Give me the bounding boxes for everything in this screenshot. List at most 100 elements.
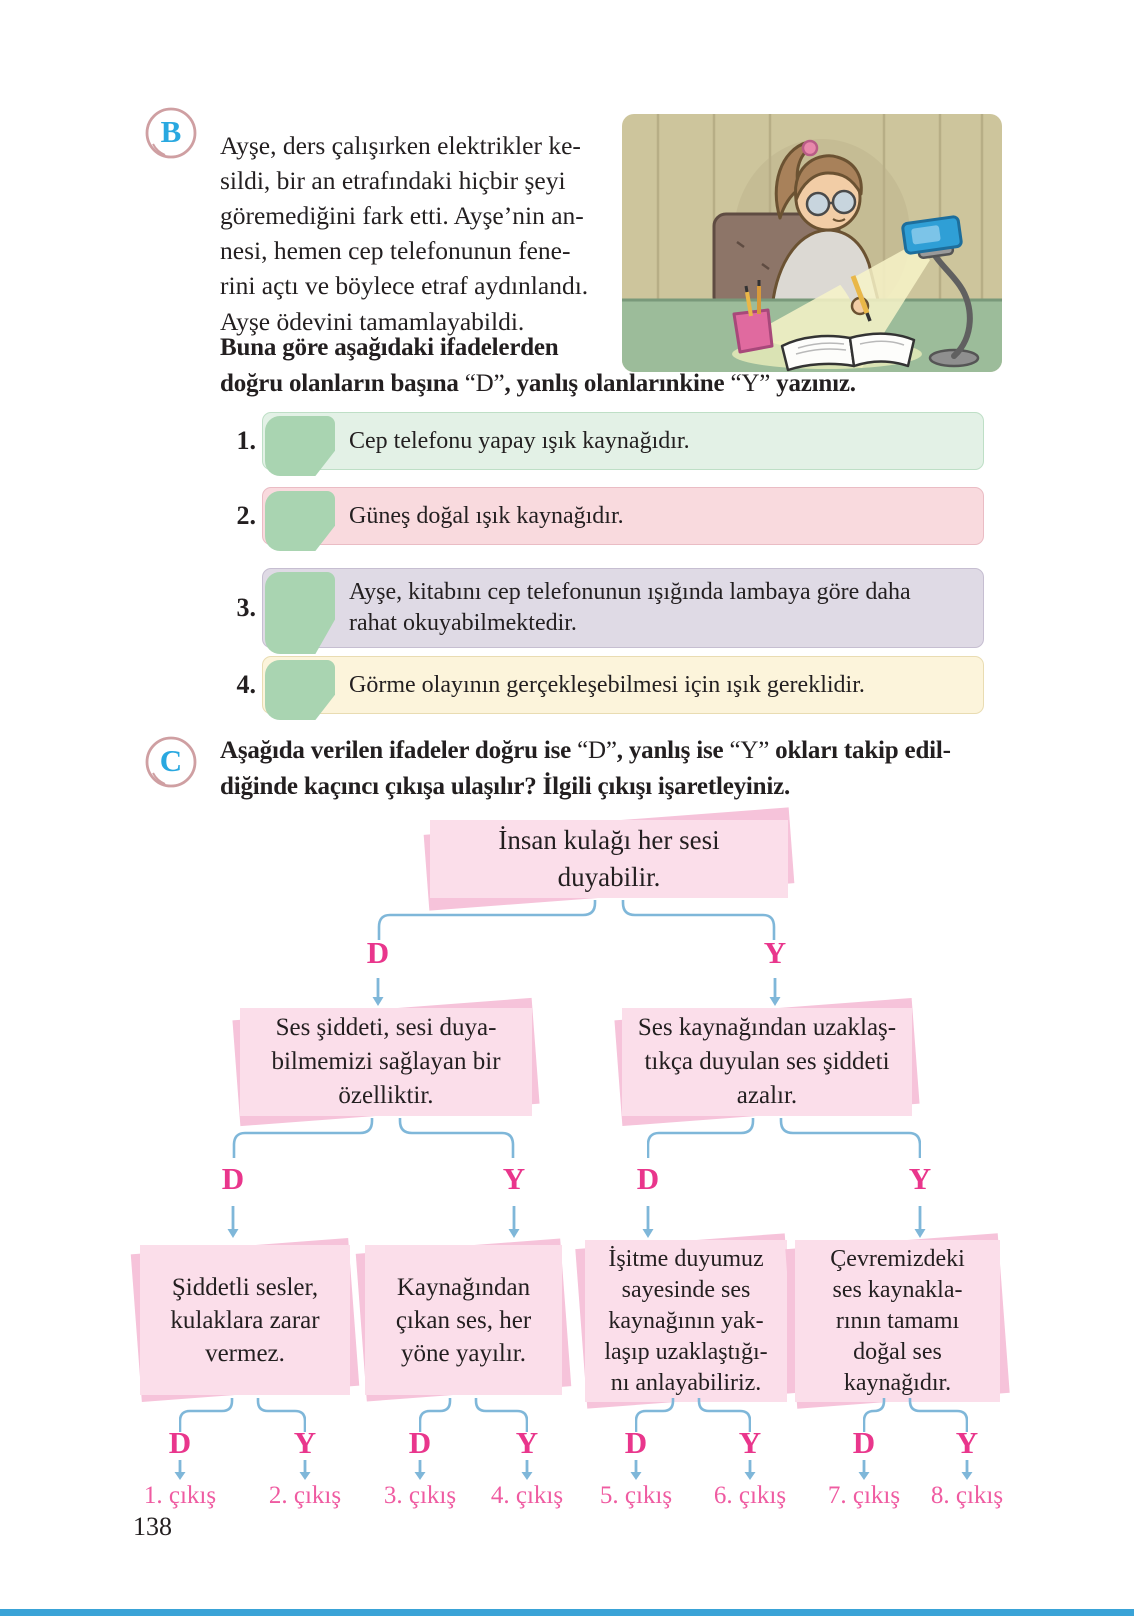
statement-text: Görme olayının gerçekleşebilmesi için ış…: [349, 671, 865, 698]
flow-label-y: Y: [955, 1425, 979, 1460]
statement-number: 3.: [236, 593, 257, 622]
statement-row: 3. Ayşe, kitabını cep telefonunun ışığın…: [222, 568, 984, 654]
statement-text: Cep telefonu yapay ışık kaynağıdır.: [349, 427, 690, 454]
hair: [794, 154, 863, 202]
flow-exit: 6. çıkış: [713, 1482, 787, 1509]
down-arrow-icon: [769, 978, 781, 1006]
flow-label-d: D: [636, 1161, 660, 1196]
flow-bracket-exit-4: [863, 1398, 968, 1432]
section-b-marker: B: [143, 106, 199, 162]
flow-label-y: Y: [293, 1425, 317, 1460]
flow-level2-box-4: Çevremizdeki ses kaynakla- rının tamamı …: [795, 1240, 1000, 1402]
statement-list: 1. Cep telefonu yapay ışık kaynağıdır. 2…: [222, 412, 984, 720]
down-arrow-icon: [174, 1460, 186, 1480]
flow-level1-box-right: Ses kaynağından uzaklaş- tıkça duyulan s…: [622, 1008, 912, 1116]
flow-label-y: Y: [763, 935, 787, 970]
ponytail: [774, 140, 816, 220]
pencil-cup: [732, 308, 774, 354]
section-c-instruction: Aşağıda verilen ifadeler doğru ise “D”, …: [220, 737, 951, 800]
statement-bar: Güneş doğal ışık kaynağıdır.: [262, 487, 984, 551]
flow-bracket-root: [377, 900, 776, 940]
y-quote: “Y”: [730, 370, 771, 397]
answer-tab: [265, 491, 335, 551]
down-arrow-icon: [630, 1460, 642, 1480]
section-b-paragraph: Ayşe, ders çalışırken elektrikler ke- si…: [220, 130, 589, 336]
section-b-instruction: Buna göre aşağıdaki ifadelerden doğru ol…: [220, 334, 856, 397]
instruction-line1: Buna göre aşağıdaki ifadelerden: [220, 334, 559, 361]
flow-root-box: İnsan kulağı her sesi duyabilir.: [430, 820, 788, 898]
open-book: [780, 332, 916, 372]
statement-row: 2. Güneş doğal ışık kaynağıdır.: [222, 487, 984, 551]
flow-bracket-level1-left: [232, 1118, 515, 1158]
study-illustration: [622, 114, 1002, 372]
flow-exit: 5. çıkış: [599, 1482, 673, 1509]
flow-exit: 1. çıkış: [143, 1482, 217, 1509]
flow-label-y: Y: [908, 1161, 932, 1196]
statement-bar: Ayşe, kitabını cep telefonunun ışığında …: [262, 568, 984, 654]
pencil: [850, 275, 870, 314]
answer-tab: [265, 572, 335, 654]
glasses: [805, 189, 857, 217]
marker-circle-icon: [145, 736, 197, 788]
d-quote: “D”: [464, 370, 505, 397]
section-b-letter: B: [160, 114, 182, 149]
down-arrow-icon: [914, 1206, 926, 1238]
section-c-marker: C: [143, 735, 199, 791]
flow-bracket-exit-2: [419, 1398, 528, 1432]
flow-level1-box-left: Ses şiddeti, sesi duya- bilmemizi sağlay…: [240, 1008, 532, 1116]
statement-text: Güneş doğal ışık kaynağıdır.: [349, 502, 624, 529]
statement-row: 4. Görme olayının gerçekleşebilmesi için…: [222, 656, 984, 720]
down-arrow-icon: [508, 1206, 520, 1238]
down-arrow-icon: [227, 1206, 239, 1238]
flow-bracket-exit-1: [179, 1398, 306, 1432]
down-arrow-icon: [744, 1460, 756, 1480]
flow-label-y: Y: [738, 1425, 762, 1460]
statement-number: 1.: [236, 426, 257, 455]
flow-level2-box-1: Şiddetli sesler, kulaklara zarar vermez.: [140, 1245, 350, 1395]
flow-level2-box-3: İşitme duyumuz sayesinde ses kaynağının …: [585, 1240, 787, 1402]
light-beam: [748, 244, 930, 368]
statement-bar: Cep telefonu yapay ışık kaynağıdır.: [262, 412, 984, 476]
page-number: 138: [133, 1512, 172, 1541]
flow-label-d: D: [408, 1425, 432, 1460]
answer-tab: [265, 416, 335, 476]
flow-label-d: D: [168, 1425, 192, 1460]
flow-bracket-exit-3: [635, 1398, 751, 1432]
flow-label-d: D: [366, 935, 390, 970]
flow-level2-box-2: Kaynağından çıkan ses, her yöne yayılır.: [365, 1245, 562, 1395]
d-quote: “D”: [577, 737, 617, 764]
flow-label-d: D: [221, 1161, 245, 1196]
flow-label-d: D: [624, 1425, 648, 1460]
flow-label-y: Y: [515, 1425, 539, 1460]
down-arrow-icon: [521, 1460, 533, 1480]
flow-exit: 4. çıkış: [490, 1482, 564, 1509]
down-arrow-icon: [858, 1460, 870, 1480]
gooseneck: [931, 251, 973, 359]
statement-number: 4.: [236, 670, 257, 699]
smile: [832, 218, 846, 222]
down-arrow-icon: [961, 1460, 973, 1480]
section-c-letter: C: [159, 743, 183, 778]
statement-bar: Görme olayının gerçekleşebilmesi için ış…: [262, 656, 984, 720]
flow-bracket-level1-right: [647, 1118, 921, 1158]
y-quote: “Y”: [729, 737, 770, 764]
flow-exit: 3. çıkış: [383, 1482, 457, 1509]
flow-exit: 7. çıkış: [827, 1482, 901, 1509]
phone-screen: [911, 225, 941, 245]
flow-exit: 2. çıkış: [268, 1482, 342, 1509]
scrunchie: [801, 139, 819, 157]
girl-studying-by-phone-light-illustration: [622, 114, 1002, 372]
flow-exit: 8. çıkış: [930, 1482, 1004, 1509]
statement-number: 2.: [236, 501, 257, 530]
down-arrow-icon: [299, 1460, 311, 1480]
down-arrow-icon: [372, 978, 384, 1006]
flow-label-d: D: [852, 1425, 876, 1460]
flow-label-y: Y: [502, 1161, 526, 1196]
down-arrow-icon: [642, 1206, 654, 1238]
answer-tab: [265, 660, 335, 720]
marker-circle-icon: [145, 107, 197, 159]
down-arrow-icon: [414, 1460, 426, 1480]
statement-text: Ayşe, kitabını cep telefonunun ışığında …: [349, 579, 911, 636]
statement-row: 1. Cep telefonu yapay ışık kaynağıdır.: [222, 412, 984, 476]
